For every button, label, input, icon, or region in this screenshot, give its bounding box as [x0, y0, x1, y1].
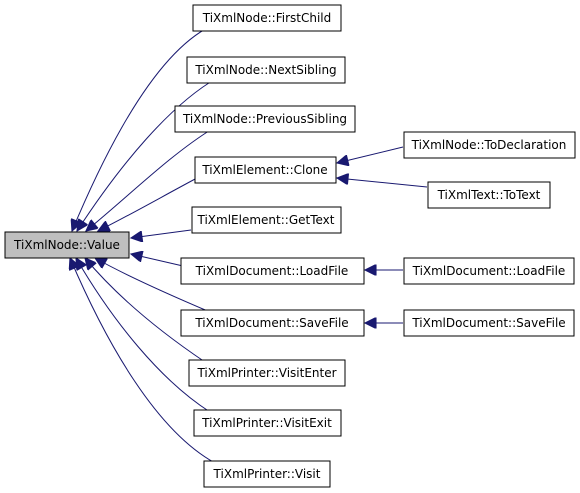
edges: [70, 25, 428, 464]
node-label-doc-savefile-1: TiXmlDocument::SaveFile: [194, 316, 348, 330]
node-previous-sibling[interactable]: TiXmlNode::PreviousSibling: [174, 105, 356, 133]
edge-firstchild-to-value: [72, 25, 212, 231]
edge-todeclaration-to-clone: [337, 146, 404, 163]
node-label-doc-loadfile-1: TiXmlDocument::LoadFile: [195, 264, 349, 278]
node-printer-visit[interactable]: TiXmlPrinter::Visit: [203, 460, 331, 488]
node-first-child[interactable]: TiXmlNode::FirstChild: [192, 4, 342, 32]
edge-previoussibling-to-value: [86, 128, 213, 231]
node-element-gettext[interactable]: TiXmlElement::GetText: [191, 206, 342, 234]
node-label-printer-visitenter: TiXmlPrinter::VisitEnter: [196, 366, 336, 380]
node-label-doc-savefile-2: TiXmlDocument::SaveFile: [411, 316, 565, 330]
node-label-next-sibling: TiXmlNode::NextSibling: [194, 63, 336, 77]
edge-visit-to-value: [70, 258, 216, 464]
node-doc-savefile-1[interactable]: TiXmlDocument::SaveFile: [180, 309, 365, 337]
node-label-previous-sibling: TiXmlNode::PreviousSibling: [182, 112, 347, 126]
node-label-first-child: TiXmlNode::FirstChild: [202, 11, 331, 25]
node-element-clone[interactable]: TiXmlElement::Clone: [194, 156, 337, 184]
node-label-printer-visit: TiXmlPrinter::Visit: [213, 467, 321, 481]
node-label-printer-visitexit: TiXmlPrinter::VisitExit: [201, 416, 332, 430]
edge-nextsibling-to-value: [77, 77, 218, 231]
node-to-text[interactable]: TiXmlText::ToText: [427, 181, 551, 209]
node-printer-visitenter[interactable]: TiXmlPrinter::VisitEnter: [188, 359, 346, 387]
node-label-element-gettext: TiXmlElement::GetText: [197, 213, 335, 227]
node-root[interactable]: TiXmlNode::Value: [4, 231, 130, 259]
edge-visitexit-to-value: [76, 258, 211, 413]
node-label-to-declaration: TiXmlNode::ToDeclaration: [411, 138, 567, 152]
node-doc-loadfile-2[interactable]: TiXmlDocument::LoadFile: [403, 257, 575, 285]
node-label-root: TiXmlNode::Value: [13, 238, 120, 252]
node-label-doc-loadfile-2: TiXmlDocument::LoadFile: [412, 264, 566, 278]
node-doc-savefile-2[interactable]: TiXmlDocument::SaveFile: [403, 309, 575, 337]
edge-clone-to-value: [98, 177, 198, 231]
edge-totext-to-clone: [337, 178, 428, 188]
edge-savefile-to-value: [95, 258, 211, 313]
node-doc-loadfile-1[interactable]: TiXmlDocument::LoadFile: [180, 257, 365, 285]
node-printer-visitexit[interactable]: TiXmlPrinter::VisitExit: [193, 409, 342, 437]
node-next-sibling[interactable]: TiXmlNode::NextSibling: [186, 56, 346, 84]
node-label-element-clone: TiXmlElement::Clone: [201, 163, 327, 177]
edge-visitenter-to-value: [85, 258, 206, 363]
edge-loadfile-to-value: [131, 254, 184, 267]
edge-gettext-to-value: [131, 229, 192, 238]
node-label-to-text: TiXmlText::ToText: [437, 188, 541, 202]
node-to-declaration[interactable]: TiXmlNode::ToDeclaration: [403, 131, 576, 159]
